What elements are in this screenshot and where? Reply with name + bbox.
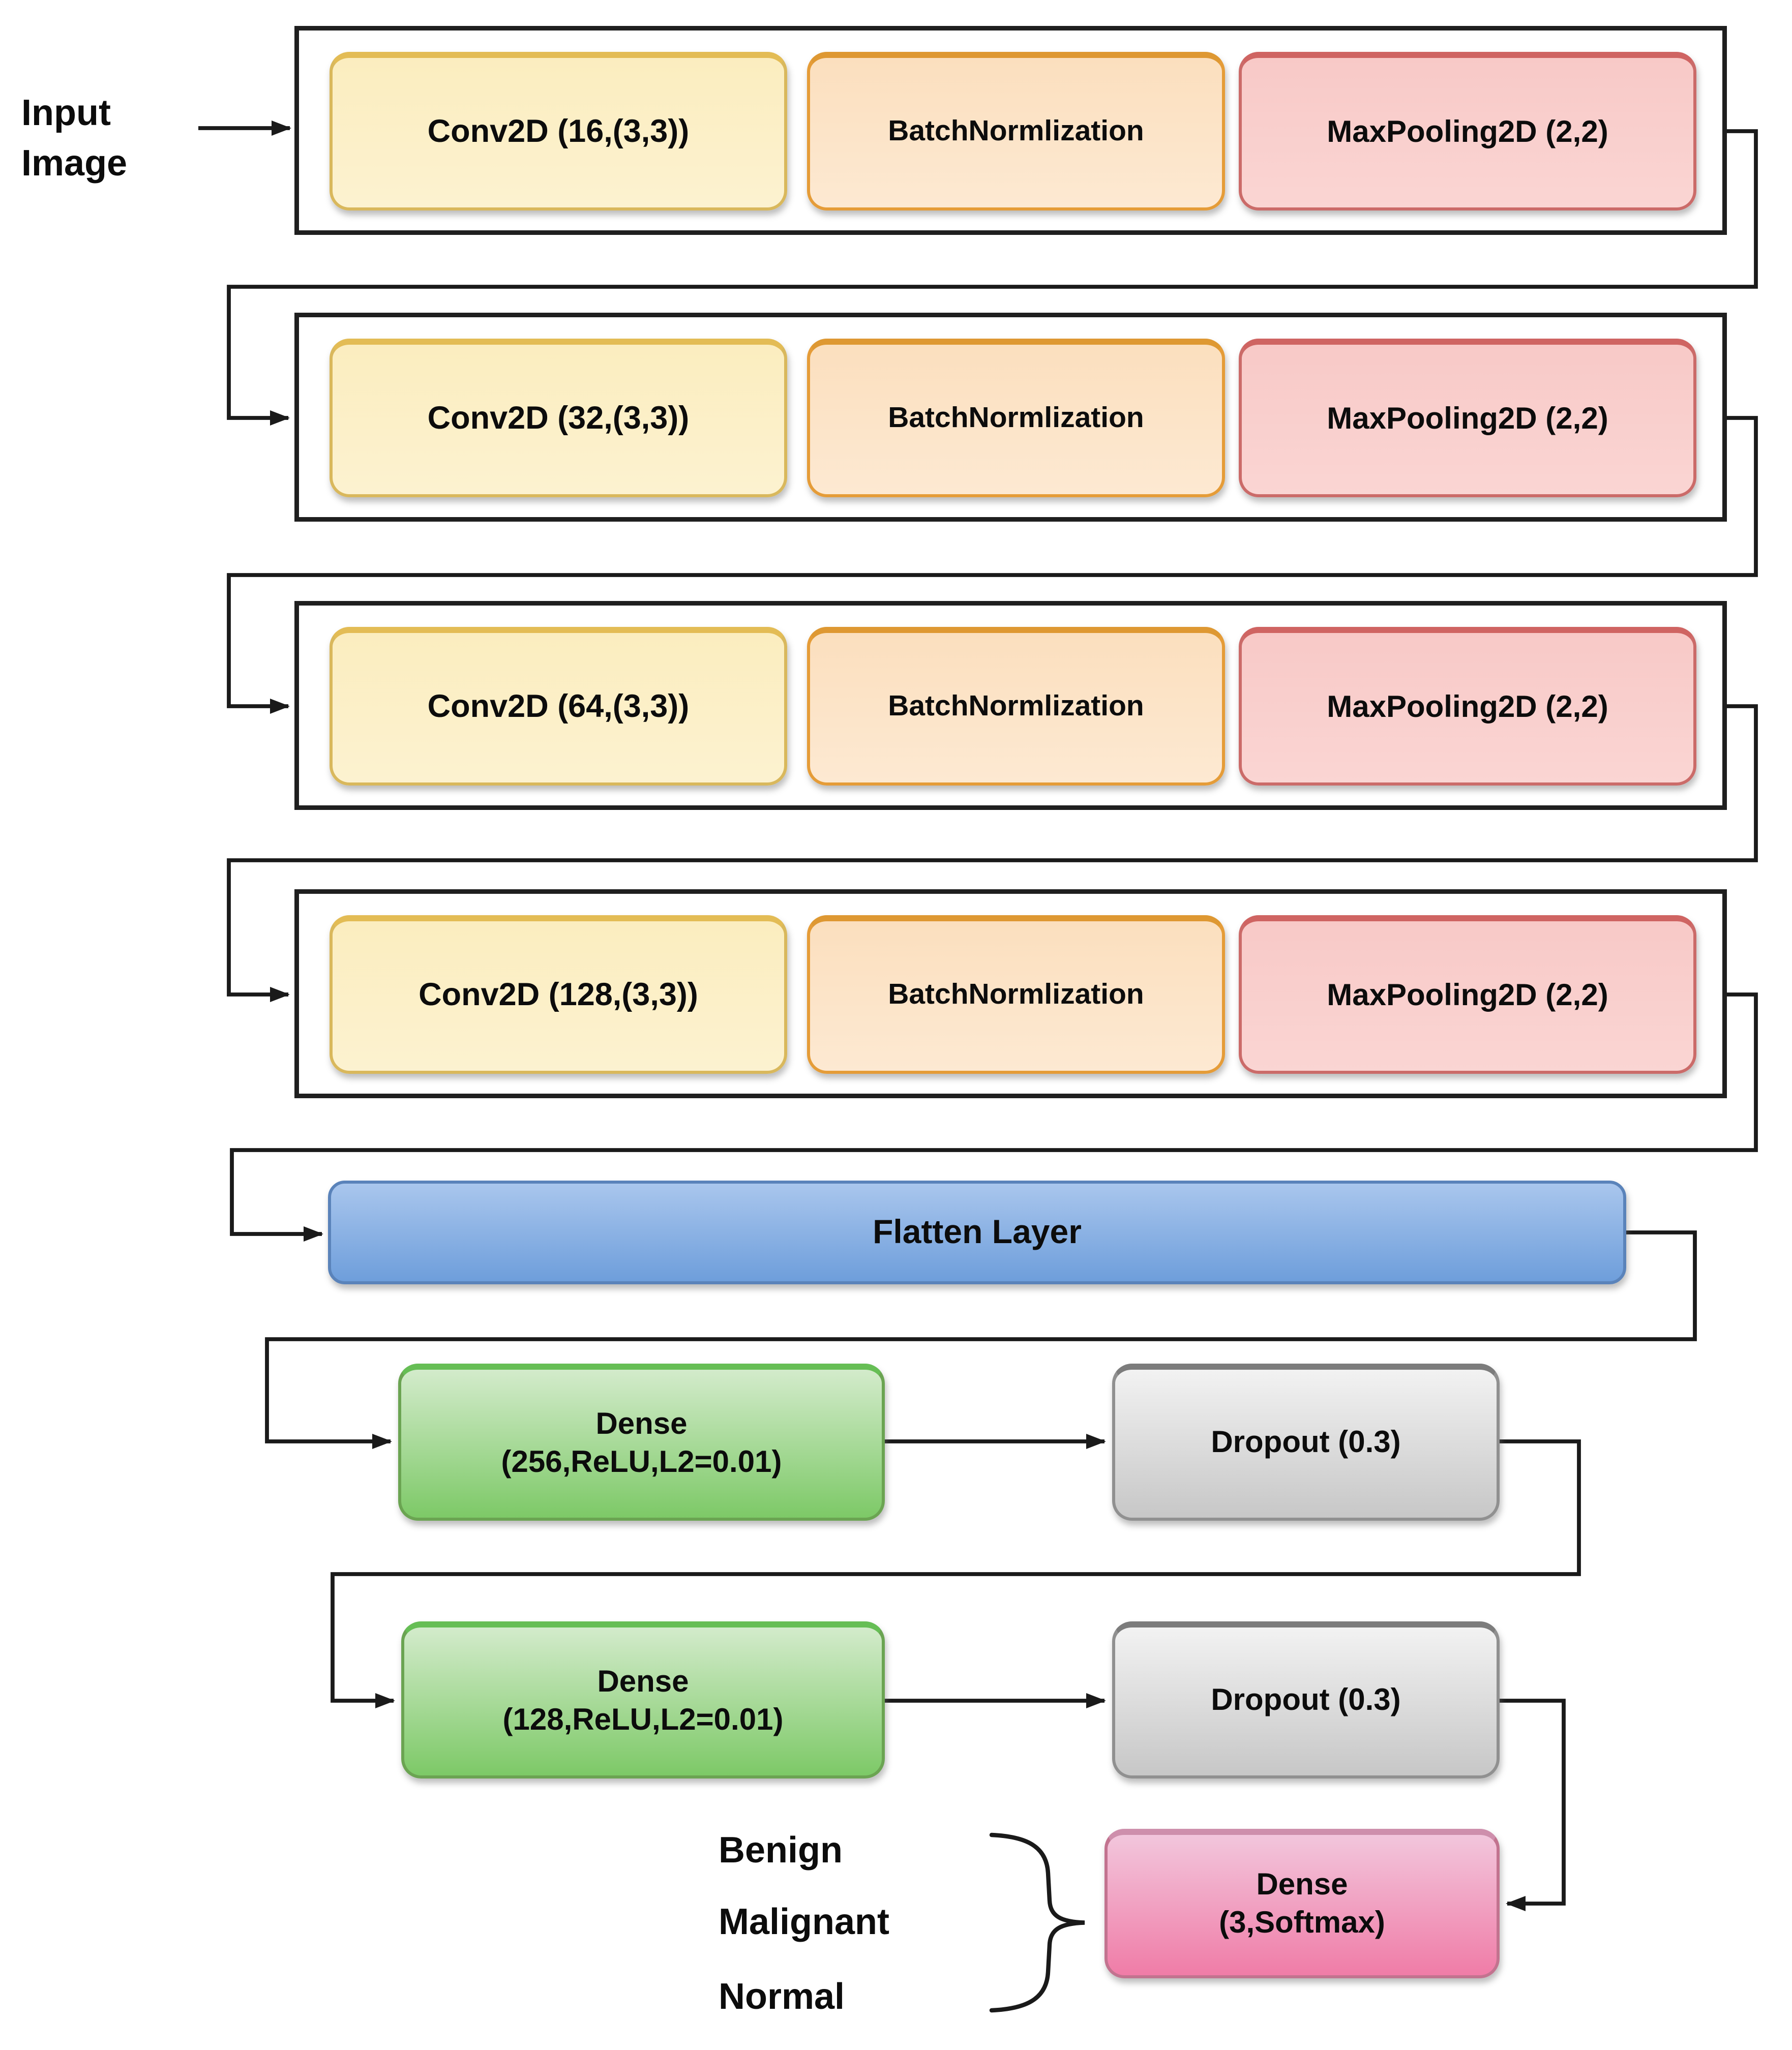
maxpool-label-2: MaxPooling2D (2,2) <box>1327 402 1608 436</box>
maxpool-label-4: MaxPooling2D (2,2) <box>1327 978 1608 1012</box>
conv-block-frame-2 <box>294 313 1727 522</box>
conv2d-32-label: Conv2D (32,(3,3)) <box>427 401 690 436</box>
dropout-box-1: Dropout (0.3) <box>1112 1364 1500 1521</box>
batchnorm-label-1: BatchNormlization <box>888 116 1144 148</box>
flow-arrows <box>198 120 1758 1911</box>
dense-128-label-line2: (128,ReLU,L2=0.01) <box>502 1703 784 1737</box>
dense-128-box: Dense (128,ReLU,L2=0.01) <box>401 1621 885 1778</box>
dense-256-box: Dense (256,ReLU,L2=0.01) <box>398 1364 885 1521</box>
class-label-normal: Normal <box>719 1977 845 2018</box>
batchnorm-label-4: BatchNormlization <box>888 979 1144 1012</box>
dropout-label-1: Dropout (0.3) <box>1211 1426 1401 1460</box>
dense-softmax-label-line2: (3,Softmax) <box>1219 1907 1385 1940</box>
conv2d-16-label: Conv2D (16,(3,3)) <box>427 114 690 149</box>
flatten-layer-box: Flatten Layer <box>328 1181 1626 1284</box>
dense-softmax-label-line1: Dense <box>1256 1868 1348 1902</box>
maxpool-box-4: MaxPooling2D (2,2) <box>1239 915 1696 1074</box>
dropout-label-2: Dropout (0.3) <box>1211 1684 1401 1717</box>
class-label-malignant: Malignant <box>719 1902 889 1943</box>
flatten-layer-label: Flatten Layer <box>873 1213 1082 1251</box>
dense-256-label-line2: (256,ReLU,L2=0.01) <box>501 1445 782 1479</box>
batchnorm-label-3: BatchNormlization <box>888 691 1144 723</box>
input-image-label: Input Image <box>21 88 127 189</box>
input-label-line2: Image <box>21 143 128 185</box>
maxpool-label-3: MaxPooling2D (2,2) <box>1327 690 1608 724</box>
dropout-box-2: Dropout (0.3) <box>1112 1621 1500 1778</box>
conv2d-32-box: Conv2D (32,(3,3)) <box>330 339 787 497</box>
class-label-benign: Benign <box>719 1830 843 1872</box>
conv2d-16-box: Conv2D (16,(3,3)) <box>330 52 787 210</box>
input-label-line1: Input <box>21 93 111 134</box>
dense-softmax-box: Dense (3,Softmax) <box>1104 1829 1500 1978</box>
conv-block-frame-3 <box>294 601 1727 810</box>
conv2d-64-label: Conv2D (64,(3,3)) <box>427 689 690 725</box>
batchnorm-box-2: BatchNormlization <box>807 339 1225 497</box>
maxpool-box-1: MaxPooling2D (2,2) <box>1239 52 1696 210</box>
maxpool-box-3: MaxPooling2D (2,2) <box>1239 627 1696 786</box>
batchnorm-box-3: BatchNormlization <box>807 627 1225 786</box>
dense-128-label-line1: Dense <box>597 1665 689 1699</box>
conv2d-64-box: Conv2D (64,(3,3)) <box>330 627 787 786</box>
dense-256-label-line1: Dense <box>595 1407 688 1441</box>
batchnorm-box-4: BatchNormlization <box>807 915 1225 1074</box>
brace-icon <box>989 1832 1085 2013</box>
batchnorm-box-1: BatchNormlization <box>807 52 1225 210</box>
maxpool-box-2: MaxPooling2D (2,2) <box>1239 339 1696 497</box>
conv-block-frame-4 <box>294 889 1727 1098</box>
conv2d-128-label: Conv2D (128,(3,3)) <box>419 977 698 1013</box>
conv2d-128-box: Conv2D (128,(3,3)) <box>330 915 787 1074</box>
conv-block-frame-1 <box>294 26 1727 235</box>
batchnorm-label-2: BatchNormlization <box>888 403 1144 435</box>
maxpool-label-1: MaxPooling2D (2,2) <box>1327 115 1608 149</box>
